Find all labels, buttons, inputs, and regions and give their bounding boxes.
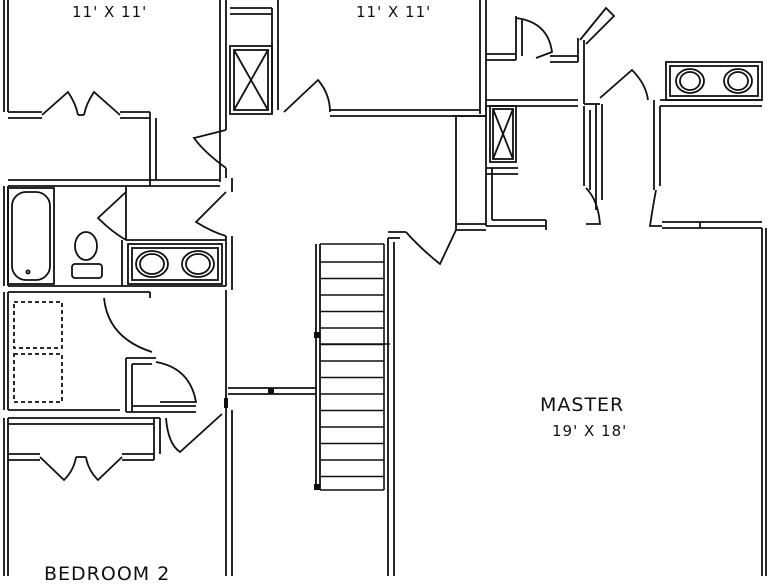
stair-railing bbox=[228, 244, 321, 490]
hall-bath-walls bbox=[8, 186, 233, 576]
exterior-walls bbox=[3, 0, 767, 576]
laundry-washer-dryer bbox=[13, 301, 63, 403]
upper-left-bedroom-walls bbox=[8, 0, 227, 187]
master-bedroom-name: MASTER bbox=[540, 394, 625, 416]
upper-middle-bedroom-dimensions: 11' X 11' bbox=[356, 3, 432, 21]
hall-bath-double-sink bbox=[127, 243, 223, 285]
railing-posts bbox=[224, 332, 320, 490]
bedroom-2-walls bbox=[8, 413, 223, 482]
toilet bbox=[71, 231, 103, 279]
staircase bbox=[320, 243, 390, 491]
master-closet-walls bbox=[485, 68, 762, 230]
bathtub bbox=[7, 187, 55, 285]
upper-right-closets bbox=[486, 6, 762, 107]
master-bedroom-dimensions: 19' X 18' bbox=[552, 422, 628, 440]
bedroom-2-name: BEDROOM 2 bbox=[44, 563, 171, 585]
upper-middle-bedroom-walls bbox=[230, 0, 487, 117]
closet-double-door bbox=[41, 90, 121, 116]
hall-walls bbox=[192, 115, 486, 576]
master-bath-double-sink bbox=[665, 61, 763, 101]
chase-box bbox=[229, 45, 273, 115]
laundry-walls bbox=[8, 297, 198, 413]
upper-right-chase-box bbox=[489, 105, 517, 163]
upper-left-bedroom-dimensions: 11' X 11' bbox=[72, 3, 148, 21]
